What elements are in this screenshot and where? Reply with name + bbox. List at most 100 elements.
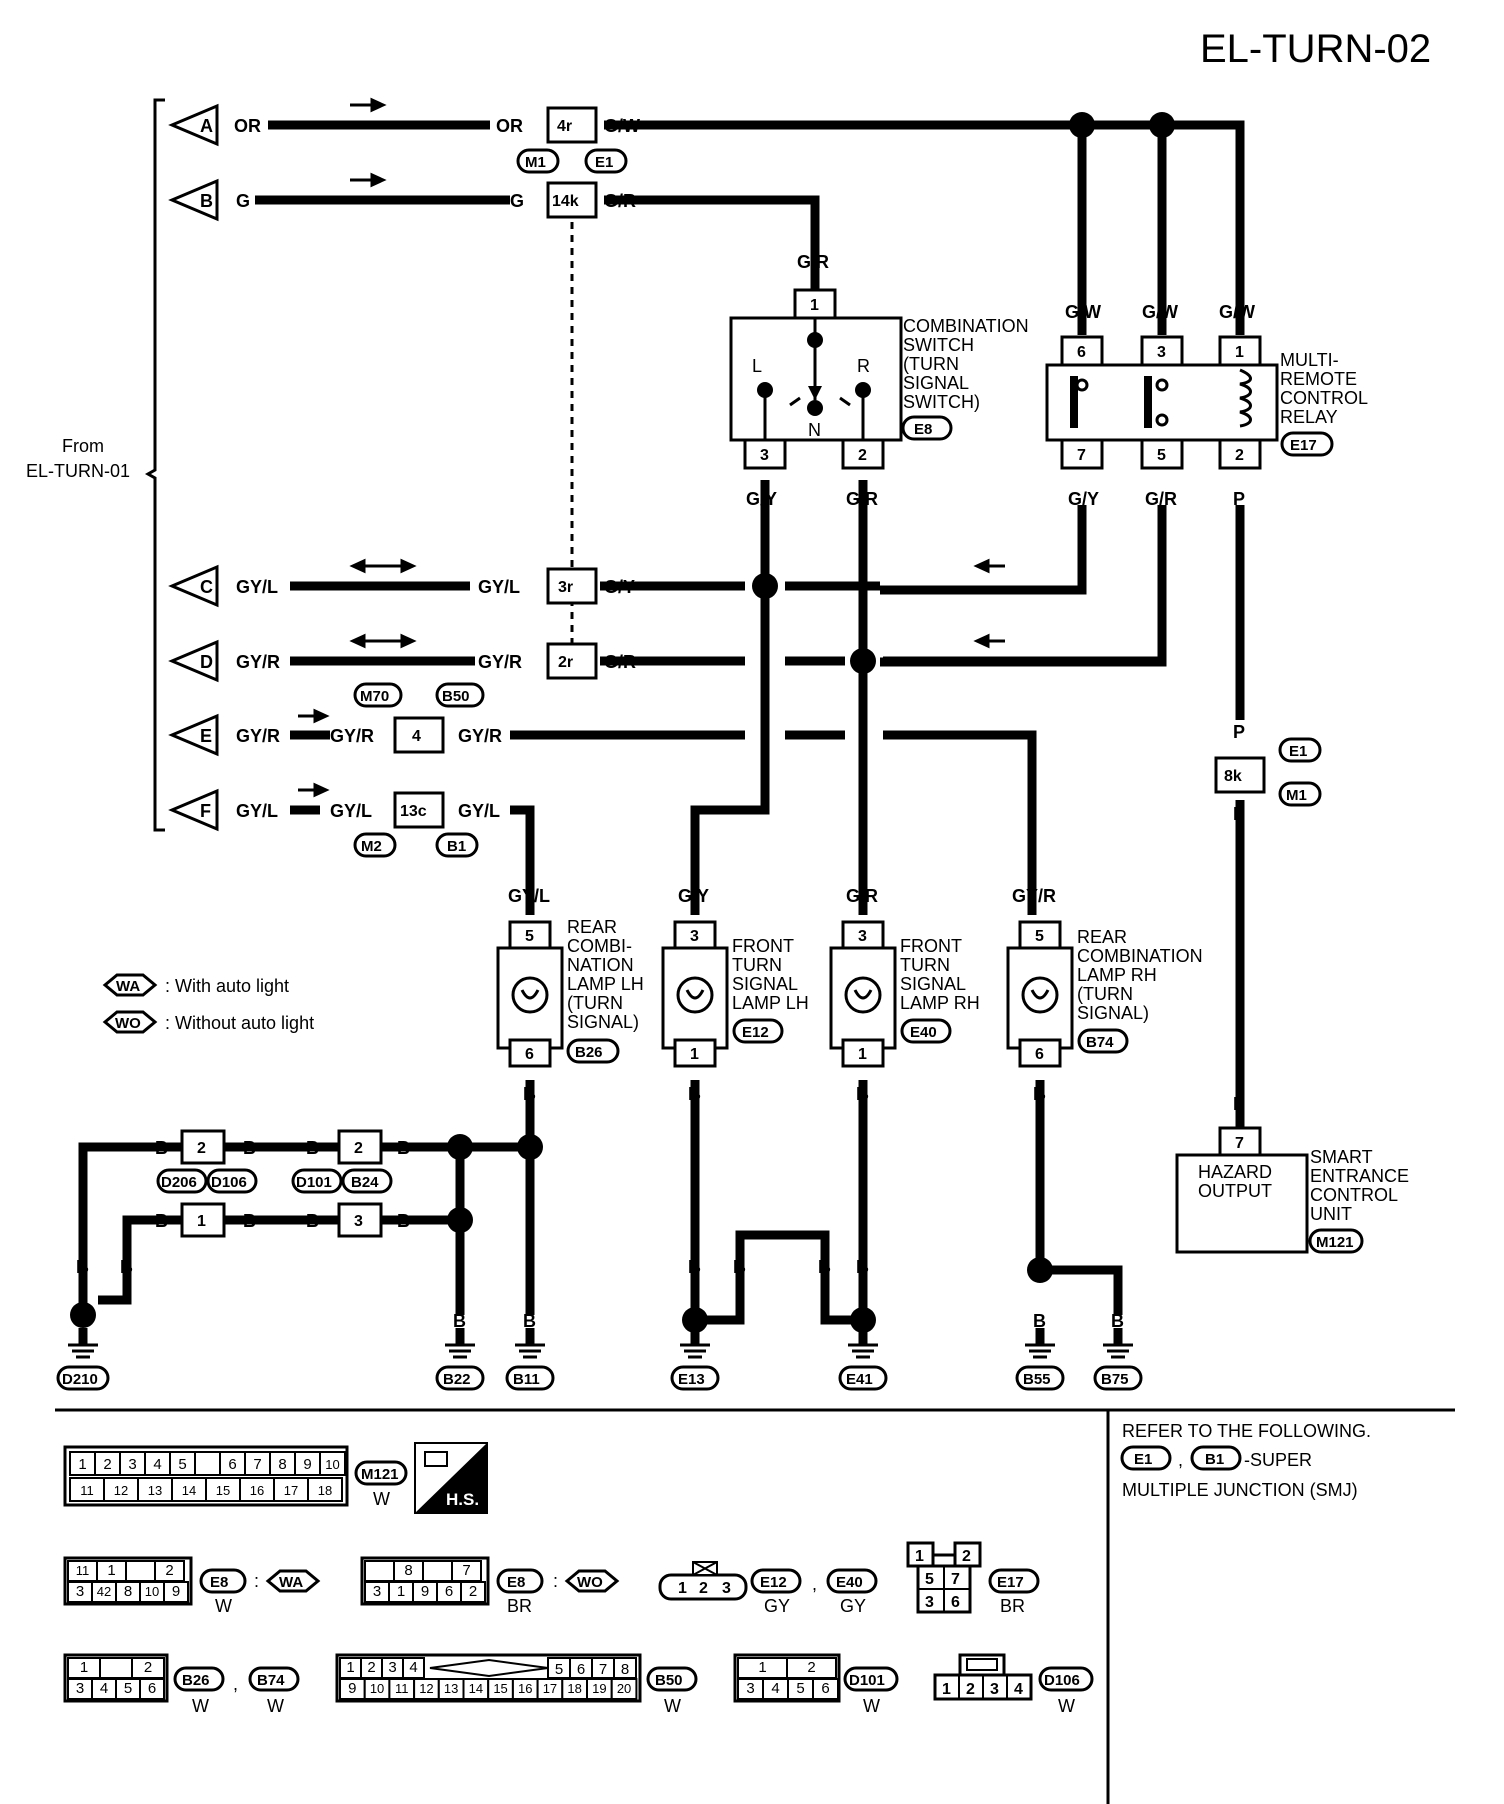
svg-text:GY/R: GY/R	[458, 726, 502, 746]
svg-text:B: B	[1111, 1311, 1124, 1331]
pin-label: 16	[518, 1681, 532, 1696]
svg-text:WO: WO	[577, 1574, 603, 1591]
ground-b22: B22	[435, 1328, 485, 1391]
svg-text:E8: E8	[914, 421, 932, 438]
pin-label: 1	[107, 1562, 115, 1579]
svg-text:G/W: G/W	[1142, 302, 1178, 322]
svg-text:M70: M70	[360, 688, 389, 705]
svg-text:SIGNAL: SIGNAL	[900, 974, 966, 994]
multi-remote-control-relay: 6 3 1 7 5 2 MULTI- REMOTE CONTROL RELAY …	[1045, 335, 1368, 470]
svg-text:4: 4	[1014, 1681, 1023, 1698]
svg-text:,: ,	[1178, 1450, 1183, 1470]
svg-text:1: 1	[915, 1548, 924, 1565]
pin-cell	[812, 1678, 839, 1700]
svg-text:E17: E17	[997, 1574, 1024, 1591]
svg-text:TURN: TURN	[732, 955, 782, 975]
svg-text:2: 2	[858, 447, 867, 464]
svg-text:D206: D206	[161, 1174, 197, 1191]
svg-text:1: 1	[690, 1046, 699, 1063]
input-d: D	[168, 639, 219, 683]
svg-text:13c: 13c	[400, 803, 427, 820]
pin-cell	[99, 1657, 133, 1679]
svg-text::: :	[254, 1571, 259, 1591]
wire-labels: OR OR G/W G G G/R G/R G/W G/W G/W G/Y G/…	[76, 116, 1255, 1331]
svg-text:B26: B26	[575, 1044, 603, 1061]
svg-text:H.S.: H.S.	[446, 1490, 479, 1509]
svg-text:5: 5	[525, 928, 534, 945]
input-e: E	[168, 713, 219, 757]
svg-text:G/R: G/R	[604, 652, 636, 672]
svg-text:3: 3	[1157, 344, 1166, 361]
pin-label: 8	[404, 1562, 412, 1579]
svg-text:B: B	[733, 1257, 746, 1277]
pin-label: 16	[250, 1483, 264, 1498]
inline-connectors: 4r 14k 3r 2r 4 13c 8k	[393, 106, 1266, 829]
svg-text:GY/R: GY/R	[330, 726, 374, 746]
legend: WA : With auto light WO : Without auto l…	[102, 973, 314, 1034]
svg-text:B: B	[155, 1138, 168, 1158]
input-c-letter: C	[200, 577, 213, 597]
pin-label: 2	[807, 1659, 815, 1676]
svg-text:-SUPER: -SUPER	[1244, 1450, 1312, 1470]
pin-label: 15	[216, 1483, 230, 1498]
svg-text:5: 5	[925, 1571, 934, 1588]
pin-label: 5	[178, 1456, 186, 1473]
svg-text:D101: D101	[849, 1672, 885, 1689]
pin-cell	[610, 1678, 638, 1700]
connector-view-d106: 1 2 3 4 D106 W	[933, 1653, 1094, 1716]
svg-text:REFER TO THE FOLLOWING.: REFER TO THE FOLLOWING.	[1122, 1421, 1371, 1441]
svg-text:5: 5	[1035, 928, 1044, 945]
pin-label: 12	[419, 1681, 433, 1696]
pin-label: 18	[318, 1483, 332, 1498]
svg-text:6: 6	[525, 1046, 534, 1063]
input-f-letter: F	[200, 801, 211, 821]
svg-text:G/R: G/R	[604, 191, 636, 211]
svg-text:B: B	[120, 1257, 133, 1277]
pin-label: 12	[114, 1483, 128, 1498]
svg-text:LAMP RH: LAMP RH	[900, 993, 980, 1013]
svg-text:E12: E12	[760, 1574, 787, 1591]
svg-text:E8: E8	[507, 1574, 525, 1591]
svg-text:4r: 4r	[557, 118, 572, 135]
pin-cell	[194, 1451, 221, 1476]
ground-d210: D210	[56, 1328, 110, 1391]
pin-label: 11	[76, 1563, 90, 1578]
svg-text:B: B	[856, 1084, 869, 1104]
svg-text:B50: B50	[442, 688, 470, 705]
refer-note: REFER TO THE FOLLOWING. E1 , B1 -SUPER M…	[1120, 1421, 1371, 1500]
svg-text:G/Y: G/Y	[678, 886, 709, 906]
svg-text:COMBINATION: COMBINATION	[1077, 946, 1203, 966]
svg-text:1: 1	[197, 1213, 206, 1230]
svg-text:D210: D210	[62, 1371, 98, 1388]
from-bracket: From EL-TURN-01	[26, 98, 165, 832]
pin-label: 14	[469, 1681, 483, 1696]
svg-text:GY/R: GY/R	[236, 652, 280, 672]
svg-text:R: R	[857, 356, 870, 376]
svg-text:B: B	[306, 1138, 319, 1158]
pin-label: 1	[78, 1456, 86, 1473]
svg-text:CONTROL: CONTROL	[1280, 388, 1368, 408]
pin-label: 1	[346, 1659, 354, 1676]
svg-text:G/Y: G/Y	[604, 577, 635, 597]
pin-label: 13	[148, 1483, 162, 1498]
svg-text:W: W	[1058, 1696, 1075, 1716]
pin-label: 3	[388, 1659, 396, 1676]
hs-icon: H.S.	[414, 1442, 488, 1514]
svg-text:B: B	[818, 1257, 831, 1277]
svg-text:G/W: G/W	[604, 116, 640, 136]
pin-label: 3	[746, 1680, 754, 1697]
svg-text:E12: E12	[742, 1024, 769, 1041]
svg-text:8k: 8k	[1224, 768, 1242, 785]
pin-label: 3	[128, 1456, 136, 1473]
svg-text:LAMP LH: LAMP LH	[732, 993, 809, 1013]
svg-text:B: B	[688, 1084, 701, 1104]
svg-text:NATION: NATION	[567, 955, 634, 975]
pin-label: 11	[80, 1483, 94, 1498]
svg-text:W: W	[215, 1596, 232, 1616]
pin-label: 7	[599, 1661, 607, 1678]
svg-text:D106: D106	[1044, 1672, 1080, 1689]
svg-text:1: 1	[858, 1046, 867, 1063]
svg-text:G/R: G/R	[846, 886, 878, 906]
svg-text:B: B	[856, 1257, 869, 1277]
